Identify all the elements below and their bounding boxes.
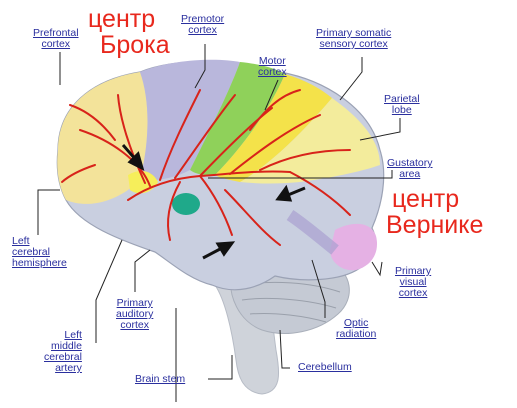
label-left-cerebral-hemisphere: Left cerebral hemisphere: [12, 236, 67, 269]
label-primary-somatic-sensory-cortex: Primary somatic sensory cortex: [316, 28, 391, 50]
label-cerebellum: Cerebellum: [298, 362, 352, 373]
label-brain-stem: Brain stem: [135, 374, 185, 385]
gustatory-region: [172, 193, 200, 215]
label-premotor-cortex: Premotor cortex: [181, 14, 224, 36]
label-parietal-lobe: Parietal lobe: [384, 94, 420, 116]
wernicke-area-annotation: центр Вернике: [386, 186, 483, 238]
label-prefrontal-cortex: Prefrontal cortex: [33, 28, 79, 50]
label-optic-radiation: Optic radiation: [336, 318, 376, 340]
label-gustatory-area: Gustatory area: [387, 158, 433, 180]
label-primary-auditory-cortex: Primary auditory cortex: [116, 298, 153, 331]
label-primary-visual-cortex: Primary visual cortex: [395, 266, 431, 299]
label-left-middle-cerebral-artery: Left middle cerebral artery: [44, 330, 82, 374]
broca-area-annotation: центр Брока: [88, 6, 170, 58]
label-motor-cortex: Motor cortex: [258, 56, 287, 78]
